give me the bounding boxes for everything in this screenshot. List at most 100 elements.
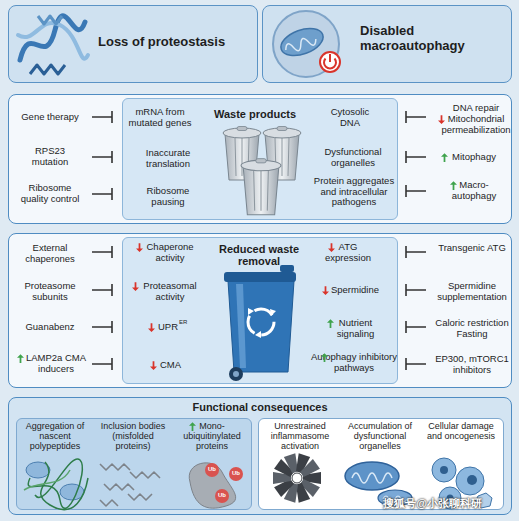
box-text: Aggregation of nascent polypeptides (18, 421, 92, 451)
inflammasome (274, 459, 296, 479)
mitochondria-cluster (345, 462, 412, 506)
inflammasome (298, 459, 320, 479)
damaged-cells (440, 466, 448, 474)
mitochondria-icon (320, 52, 340, 72)
watermark: 搜狐号@小张聊科研 (350, 497, 515, 509)
trash-cans (223, 127, 301, 215)
mitochondria-icon (324, 59, 336, 69)
inhibition-symbol (92, 111, 426, 370)
section-box: Gene therapyRPS23 mutationRibosome quali… (8, 94, 512, 224)
inflammasome (298, 477, 320, 497)
change-arrow (148, 323, 155, 332)
waste-bin (248, 308, 276, 338)
ubiquitin-tag: Ub (214, 492, 230, 499)
box-text: Chaperone activity (132, 242, 208, 263)
mitochondria-cluster (378, 490, 412, 506)
box-text: Ribosome quality control (16, 183, 84, 204)
waste-bin (233, 371, 239, 377)
protein-icon (18, 16, 88, 74)
waste-bin (280, 265, 294, 272)
inhibition-symbol (92, 358, 112, 370)
polypeptide-aggregate (28, 459, 82, 508)
inflammasome (273, 472, 291, 484)
change-arrow (328, 243, 335, 252)
inflammasome (284, 482, 301, 503)
protein-icon (18, 23, 88, 59)
change-arrow (17, 354, 24, 363)
box-text: Spermidine (320, 285, 390, 296)
header-box: Disabled macroautophagy (262, 5, 512, 83)
box-heading: Reduced waste removal (216, 243, 302, 268)
polypeptide-aggregate (24, 459, 88, 510)
box-text: Mitophagy (444, 152, 504, 163)
box-text: Guanabenz (14, 322, 86, 333)
inclusion-body (100, 500, 118, 506)
box-text: Cytosolic DNA (325, 107, 375, 128)
damaged-cells (475, 493, 492, 508)
ubiquitinylated-protein (229, 467, 243, 481)
box-text: Caloric restriction Fasting (428, 318, 516, 339)
waste-bin (248, 309, 274, 335)
waste-bin (224, 265, 296, 381)
mitochondria-icon (277, 23, 327, 61)
box-text: Protein aggregates and intracellular pat… (312, 176, 396, 208)
box-heading: Loss of proteostasis (98, 35, 253, 50)
box-text: CMA (160, 360, 190, 371)
mitochondria-cluster (383, 496, 407, 502)
inclusion-body (100, 464, 130, 470)
inflammasome (274, 477, 296, 497)
inflammasome (292, 473, 302, 483)
box-heading: Functional consequences (8, 401, 512, 413)
change-arrow (322, 286, 329, 295)
box-text: Accumulation of dysfunctional organelles (340, 421, 420, 451)
ubiquitinylated-protein (189, 463, 243, 508)
inclusion-body (130, 472, 160, 478)
box-heading: Disabled macroautophagy (360, 24, 505, 53)
box-text: Mitochondrial permeabilization (438, 114, 514, 135)
box-text: RPS23 mutation (22, 146, 78, 167)
waste-bin (229, 367, 243, 381)
box-text: LAMP2a CMA inducers (24, 353, 88, 374)
box-text: Transgenic ATG (436, 243, 508, 254)
inflammasome (303, 472, 321, 484)
box-text: mRNA from mutated genes (128, 107, 192, 128)
ubiquitin-tag: Ub (204, 466, 220, 473)
box-text: Inclusion bodies (misfolded proteins) (94, 421, 172, 451)
box-text: Proteasomal activity (132, 281, 208, 302)
consequence-panel: Aggregation of nascent polypeptidesInclu… (16, 418, 252, 510)
inhibition-symbol (406, 185, 426, 197)
ubiquitinylated-protein (205, 463, 219, 477)
box-text: Unrestrained inflammasome activation (262, 421, 338, 451)
damaged-cells (456, 467, 484, 495)
inflammasome (273, 453, 321, 502)
box-text: Proteasome subunits (14, 281, 86, 302)
inhibition-symbol (92, 246, 112, 258)
box-text: External chaperones (14, 243, 86, 264)
box-text: EP300, mTORC1 inhibitors (432, 354, 512, 375)
inhibition-symbol (406, 284, 426, 296)
box-text: Mono-ubiquitinylated proteins (176, 421, 248, 451)
polypeptide-aggregate (41, 462, 88, 510)
inflammasome (284, 453, 301, 474)
change-arrow (450, 181, 457, 190)
change-arrow (150, 361, 157, 370)
mitochondria-icon (329, 54, 331, 62)
change-arrow (438, 115, 445, 124)
inhibition-symbol (406, 321, 426, 333)
box-text: Autophagy inhibitory pathways (310, 352, 398, 373)
protein-icon (30, 65, 65, 74)
polypeptide-aggregate (60, 484, 84, 500)
damaged-cells (467, 475, 477, 485)
change-arrow (327, 319, 334, 328)
waste-panel: Chaperone activityProteasomal activityUP… (122, 237, 398, 384)
mitochondria-cluster (352, 473, 392, 483)
box-text: Macro-autophagy (444, 180, 504, 201)
ubiquitin-tag: Ub (228, 470, 244, 477)
box-text: Dysfunctional organelles (318, 147, 388, 168)
inflammasome (293, 482, 310, 503)
trash-cans (223, 127, 261, 181)
trash-cans (263, 127, 301, 181)
protein-icon (38, 16, 62, 24)
